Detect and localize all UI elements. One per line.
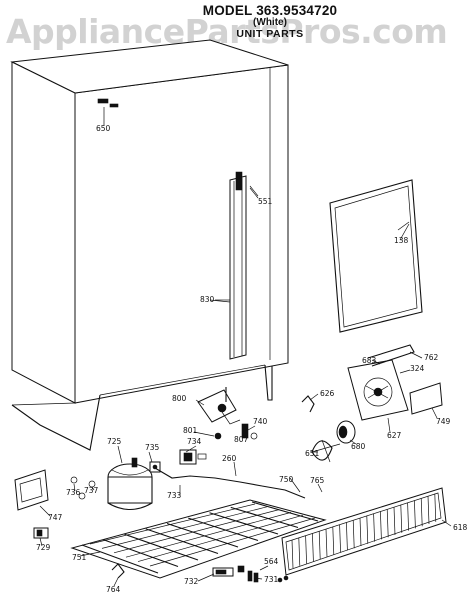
callout-725: 725 [107,437,122,446]
callout-762: 762 [424,353,439,362]
small-electrical-parts [149,423,258,473]
callout-735: 735 [145,443,160,452]
callout-leaders [39,187,452,587]
watermark: AppliancePartsPros.com [6,12,448,51]
diagram-title: MODEL 363.9534720 (White) UNIT PARTS [150,3,390,40]
callout-800: 800 [172,394,187,403]
base-pan-751 [70,467,327,579]
callout-750: 750 [279,475,294,484]
callout-680: 680 [351,442,366,451]
callout-729: 729 [36,543,51,552]
callout-731: 731 [264,575,279,584]
cabinet [10,39,289,451]
callout-807: 807 [234,435,249,444]
callout-734: 734 [187,437,202,446]
callout-733: 733 [167,491,182,500]
callout-683: 683 [362,356,377,365]
callout-830: 830 [200,295,215,304]
callout-764: 764 [106,585,121,594]
compressor-725 [107,457,153,511]
bracket-747 [14,469,49,539]
callout-740: 740 [253,417,268,426]
callout-618: 618 [453,523,468,532]
callout-260: 260 [222,454,237,463]
callout-324: 324 [410,364,425,373]
front-grille-618 [281,487,447,576]
model-number: MODEL 363.9534720 [202,3,338,18]
callout-736: 736 [66,488,81,497]
rail-channel-830 [215,171,259,360]
callout-801: 801 [183,426,198,435]
callout-564: 564 [264,557,279,566]
control-assembly-800 [197,387,241,425]
evaporator-fan-motor-parts [301,395,356,463]
callout-732: 732 [184,577,199,586]
callout-651: 651 [305,449,320,458]
callout-627: 627 [387,431,402,440]
callout-551: 551 [258,197,273,206]
evaporator-fan-assembly [347,344,443,421]
callout-650: 650 [96,124,111,133]
model-variant: (White) [253,17,287,29]
callout-737: 737 [84,486,99,495]
gasket-frame-138 [329,179,423,333]
section-title: UNIT PARTS [236,27,304,40]
bottom-hardware [111,563,289,583]
callout-751: 751 [72,553,87,562]
callout-765: 765 [310,476,325,485]
callout-626: 626 [320,389,335,398]
callout-749: 749 [436,417,451,426]
callout-747: 747 [48,513,63,522]
callout-labels: 650 551 830 138 683 762 324 800 626 749 … [36,124,468,594]
callout-138: 138 [394,236,409,245]
